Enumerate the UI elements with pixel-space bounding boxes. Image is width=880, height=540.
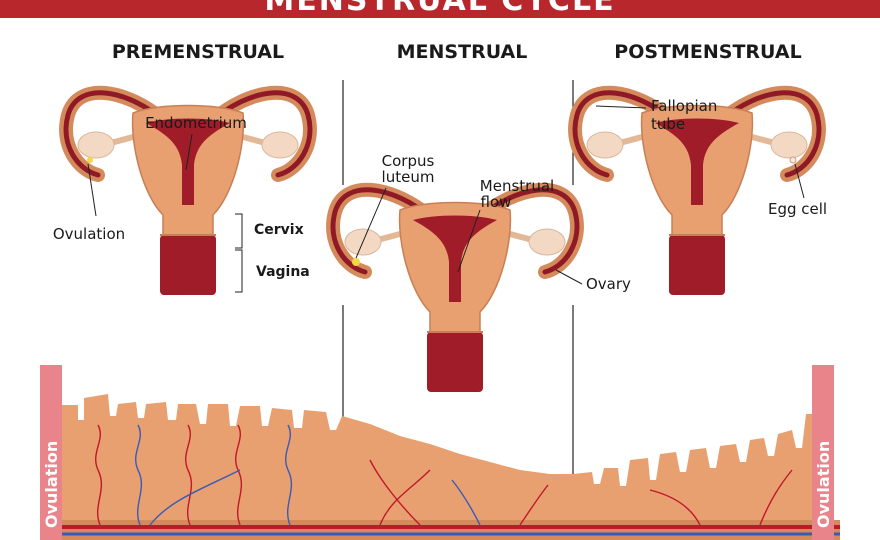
cervix-bracket — [235, 213, 243, 249]
ovary-pointer — [555, 269, 583, 285]
label-ovary: Ovary — [586, 275, 631, 293]
ovulation-bar-right — [812, 365, 834, 540]
phase-heading-menstrual: MENSTRUAL — [397, 41, 528, 63]
ovulation-marker — [87, 157, 93, 163]
endometrium-band — [40, 394, 840, 540]
vagina-bracket — [235, 249, 243, 293]
side-label-ovulation-left: Ovulation — [42, 441, 61, 528]
phase-heading-premenstrual: PREMENSTRUAL — [112, 41, 284, 63]
uterus-postmenstrual — [575, 93, 819, 295]
endometrium-pointer — [185, 133, 193, 171]
menstrual-flow-pointer — [457, 209, 481, 273]
egg-cell-marker — [789, 156, 797, 164]
label-cervix: Cervix — [254, 222, 304, 238]
label-egg-cell: Egg cell — [768, 200, 827, 218]
label-fallopian-tube-line2: tube — [651, 115, 685, 133]
label-ovulation: Ovulation — [53, 225, 125, 243]
ovulation-pointer — [87, 163, 97, 217]
phase-heading-postmenstrual: POSTMENSTRUAL — [614, 41, 801, 63]
label-corpus-luteum-line2: luteum — [382, 168, 435, 186]
egg-cell-pointer — [794, 163, 805, 199]
label-menstrual-flow-line1: Menstrual — [480, 177, 554, 195]
label-menstrual-flow-line2: flow — [481, 193, 512, 211]
corpus-luteum-marker — [352, 258, 360, 266]
banner-title: MENSTRUAL CYCLE — [264, 0, 615, 18]
fallopian-tube-pointer — [595, 105, 647, 109]
spiral-arteries — [95, 424, 793, 526]
label-endometrium: Endometrium — [145, 114, 247, 132]
label-vagina: Vagina — [256, 264, 310, 280]
label-fallopian-tube-line1: Fallopian — [651, 97, 717, 115]
title-banner — [0, 0, 880, 18]
label-corpus-luteum-line1: Corpus — [382, 152, 435, 170]
corpus-luteum-pointer — [355, 187, 387, 259]
ovulation-bar-left — [40, 365, 62, 540]
side-label-ovulation-right: Ovulation — [814, 441, 833, 528]
uterus-menstrual — [333, 190, 577, 392]
